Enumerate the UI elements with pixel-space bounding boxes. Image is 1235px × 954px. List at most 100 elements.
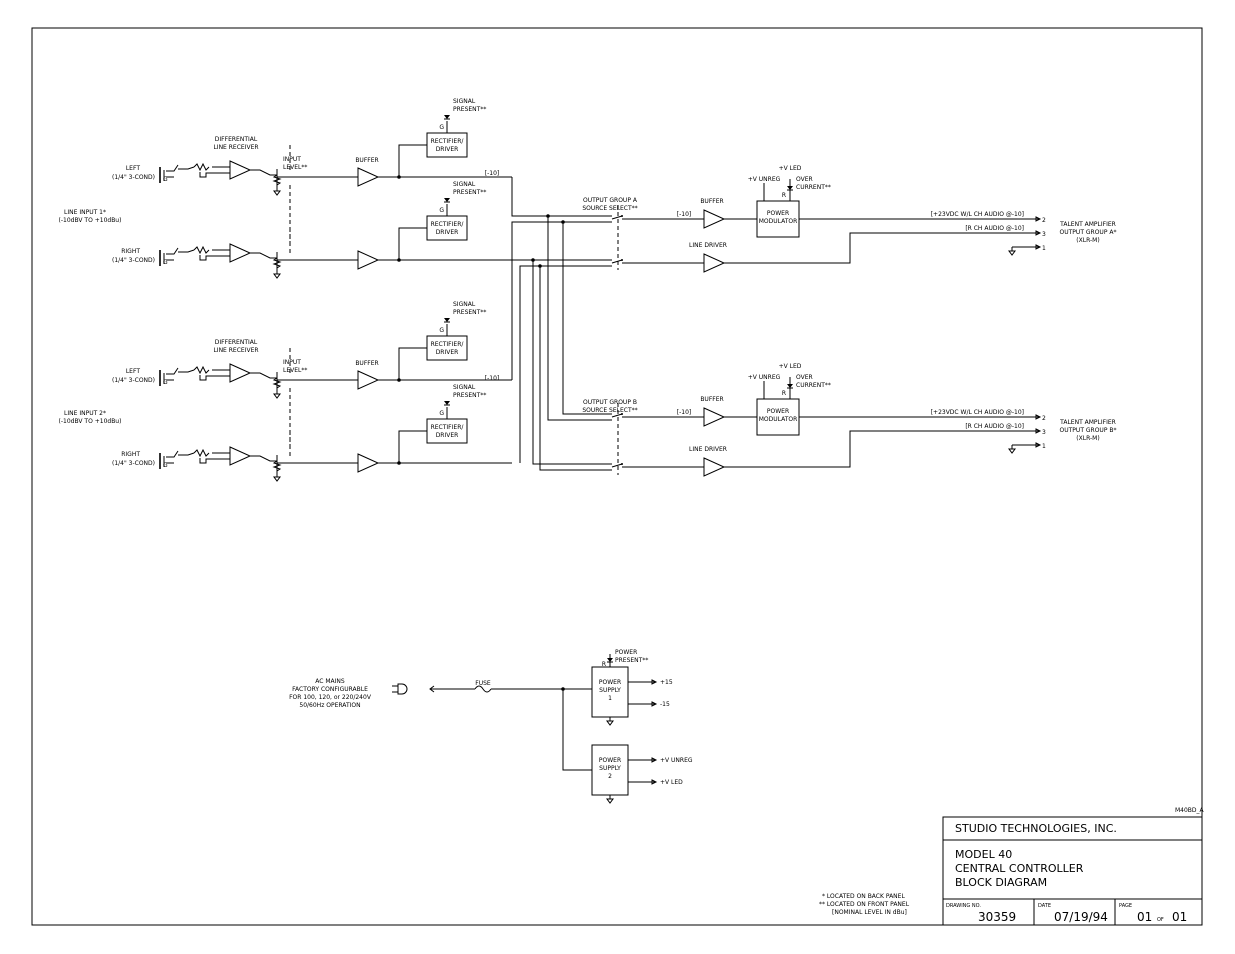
over-current-label: CURRENT**: [796, 382, 831, 389]
title-line-2: CENTRAL CONTROLLER: [955, 862, 1084, 875]
page-label: PAGE: [1119, 903, 1132, 909]
line-driver-label: LINE DRIVER: [689, 242, 727, 249]
vled-label: +V LED: [779, 363, 802, 370]
rectifier-ground-label: G: [439, 124, 444, 131]
jack-tip: [166, 450, 179, 458]
input-level-pot: [272, 460, 282, 472]
input-level-pot: [272, 174, 282, 186]
title-block: M40BD_A STUDIO TECHNOLOGIES, INC. MODEL …: [942, 807, 1205, 926]
arrow-head: [1035, 216, 1042, 222]
jack-tip: [166, 247, 179, 255]
arrow-head: [1035, 230, 1042, 236]
fuse-symbol: [474, 685, 492, 693]
rectifier-driver-box: [426, 418, 468, 444]
over-current-label: CURRENT**: [796, 184, 831, 191]
date-label: DATE: [1038, 903, 1051, 909]
switch-blade: [611, 259, 623, 264]
led-symbol: [607, 658, 613, 662]
rectifier-label: RECTIFIER/: [431, 341, 465, 348]
resistor: [193, 245, 210, 255]
supply-output-label: +V LED: [660, 779, 683, 786]
note-back-panel: * LOCATED ON BACK PANEL: [822, 893, 905, 900]
input-level-label: INPUT: [283, 359, 301, 366]
over-current-label: OVER: [796, 374, 813, 381]
note-nominal-level: [NOMINAL LEVEL IN dBu]: [832, 909, 907, 916]
line-driver-label: LINE DRIVER: [689, 446, 727, 453]
wire: [250, 252, 277, 259]
buffer-amplifier: [357, 370, 380, 390]
switch-contact: [621, 259, 623, 261]
led-label: R: [782, 192, 786, 199]
drawing-border: [31, 27, 1203, 926]
switch-contact: [621, 413, 623, 415]
power-supply-label: POWER: [599, 679, 621, 686]
power-supply-box: [591, 744, 629, 796]
wire: [398, 347, 427, 380]
signal-present-label: SIGNAL: [453, 98, 476, 105]
pin-label: 2: [1042, 415, 1046, 422]
l-ch-label: [+23VDC W/L CH AUDIO @-10]: [931, 409, 1024, 416]
power-modulator-box: [756, 200, 800, 238]
vled-label: +V LED: [779, 165, 802, 172]
switch-contact: [621, 215, 623, 217]
wire: [547, 216, 612, 421]
buffer-amplifier: [357, 167, 380, 187]
jack-label: G: [163, 462, 168, 469]
led-symbol: [444, 401, 450, 405]
jack-tip: [166, 164, 179, 172]
signal-present-label: SIGNAL: [453, 384, 476, 391]
rectifier-label: RECTIFIER/: [431, 221, 465, 228]
rectifier-label: DRIVER: [436, 432, 459, 439]
right-input-sub: (1/4" 3-COND): [112, 257, 155, 264]
ground-symbol: [273, 273, 281, 279]
page-of: OF: [1157, 917, 1164, 923]
buffer-label: BUFFER: [355, 157, 378, 164]
l-ch-label: [+23VDC W/L CH AUDIO @-10]: [931, 211, 1024, 218]
line-input-label: LINE INPUT 1*: [64, 209, 106, 216]
pin-label: 2: [1042, 217, 1046, 224]
rectifier-ground-label: G: [439, 327, 444, 334]
supply-output-label: +15: [660, 679, 673, 686]
title-line-3: BLOCK DIAGRAM: [955, 876, 1047, 889]
output-buffer: [703, 209, 726, 229]
differential-line-receiver: [229, 446, 252, 466]
ac-mains-label: 50/60Hz OPERATION: [299, 702, 360, 709]
buffer-label: BUFFER: [355, 360, 378, 367]
wire: [199, 255, 230, 261]
signal-present-label: PRESENT**: [453, 189, 486, 196]
left-input-label: LEFT: [126, 165, 140, 172]
ground-symbol: [1008, 250, 1016, 256]
power-supply-label: 1: [608, 695, 612, 702]
right-input-label: RIGHT: [121, 248, 140, 255]
jack-label: G: [163, 379, 168, 386]
wire: [724, 232, 1040, 264]
input-level-pot: [272, 377, 282, 389]
left-input-sub: (1/4" 3-COND): [112, 174, 155, 181]
line-input-range: (-10dBV TO +10dBu): [59, 217, 122, 224]
notes: * LOCATED ON BACK PANEL ** LOCATED ON FR…: [819, 893, 910, 916]
rectifier-ground-label: G: [439, 410, 444, 417]
right-input-sub: (1/4" 3-COND): [112, 460, 155, 467]
wire: [724, 430, 1040, 468]
resistor-lead: [178, 452, 195, 456]
jack-label: G: [163, 176, 168, 183]
differential-label: DIFFERENTIAL: [215, 136, 258, 143]
rectifier-label: DRIVER: [436, 146, 459, 153]
left-input-sub: (1/4" 3-COND): [112, 377, 155, 384]
differential-label: DIFFERENTIAL: [215, 339, 258, 346]
signal-present-label: PRESENT**: [453, 392, 486, 399]
output-group-b-label: SOURCE SELECT**: [582, 407, 637, 414]
company-name: STUDIO TECHNOLOGIES, INC.: [955, 822, 1117, 835]
led-symbol: [444, 198, 450, 202]
arrow-head: [1035, 414, 1042, 420]
differential-line-receiver: [229, 243, 252, 263]
ac-mains-label: FOR 100, 120, or 220/240V: [289, 694, 372, 701]
date-value: 07/19/94: [1054, 910, 1108, 924]
talent-amp-label: (XLR-M): [1076, 237, 1099, 244]
arrow-head: [1035, 244, 1042, 250]
pin-label: 3: [1042, 231, 1046, 238]
wire: [398, 144, 427, 177]
rectifier-driver-box: [426, 335, 468, 361]
talent-amp-label: (XLR-M): [1076, 435, 1099, 442]
power-supply-label: POWER: [599, 757, 621, 764]
